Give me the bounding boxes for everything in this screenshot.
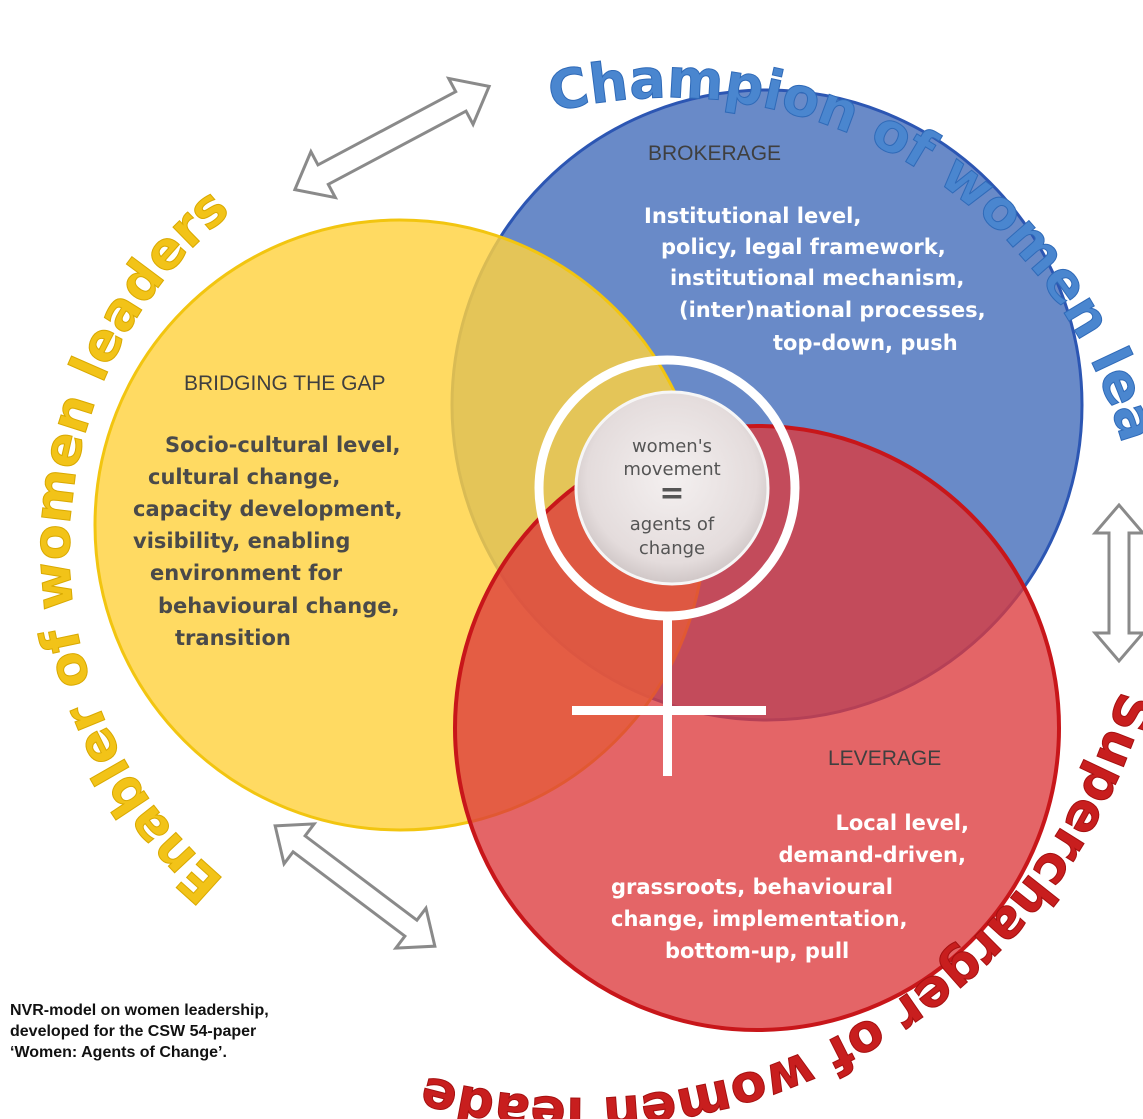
bridging-line-3: capacity development, xyxy=(133,497,402,521)
center-women-movement-2: movement xyxy=(623,459,720,480)
leverage-line-4: change, implementation, xyxy=(611,907,908,931)
caption: NVR-model on women leadership, developed… xyxy=(10,1000,430,1063)
center-women-movement-1: women's xyxy=(632,436,712,457)
center-equals: = xyxy=(659,476,684,511)
double-arrow-right xyxy=(1091,502,1143,664)
leverage-line-2: demand-driven, xyxy=(779,843,966,867)
center-agents-2: change xyxy=(639,538,705,559)
double-arrow-bottom-left xyxy=(273,822,437,950)
leverage-line-3: grassroots, behavioural xyxy=(611,875,893,899)
venus-symbol xyxy=(534,355,800,776)
leverage-line-5: bottom-up, pull xyxy=(665,939,849,963)
double-arrow-top-left xyxy=(292,76,492,200)
brokerage-line-2: policy, legal framework, xyxy=(661,235,946,259)
leverage-circle xyxy=(453,424,1061,1032)
bridging-line-5: environment for xyxy=(150,561,343,585)
bridging-line-4: visibility, enabling xyxy=(133,529,350,553)
center-agents-1: agents of xyxy=(630,514,715,535)
brokerage-line-4: (inter)national processes, xyxy=(679,298,986,322)
bridging-line-6: behavioural change, xyxy=(158,594,399,618)
brokerage-line-1: Institutional level, xyxy=(644,204,861,228)
brokerage-line-5: top-down, push xyxy=(773,331,958,355)
bridging-line-7: transition xyxy=(175,626,291,650)
caption-line-3: ‘Women: Agents of Change’. xyxy=(10,1044,227,1061)
caption-line-2: developed for the CSW 54-paper xyxy=(10,1023,257,1040)
leverage-line-1: Local level, xyxy=(836,811,970,835)
brokerage-line-3: institutional mechanism, xyxy=(670,266,964,290)
caption-line-1: NVR-model on women leadership, xyxy=(10,1002,269,1019)
bridging-line-2: cultural change, xyxy=(148,465,340,489)
leverage-heading: LEVERAGE xyxy=(828,747,941,770)
bridging-heading: BRIDGING THE GAP xyxy=(184,372,385,395)
brokerage-heading: BROKERAGE xyxy=(648,142,781,165)
bridging-line-1: Socio-cultural level, xyxy=(165,433,401,457)
